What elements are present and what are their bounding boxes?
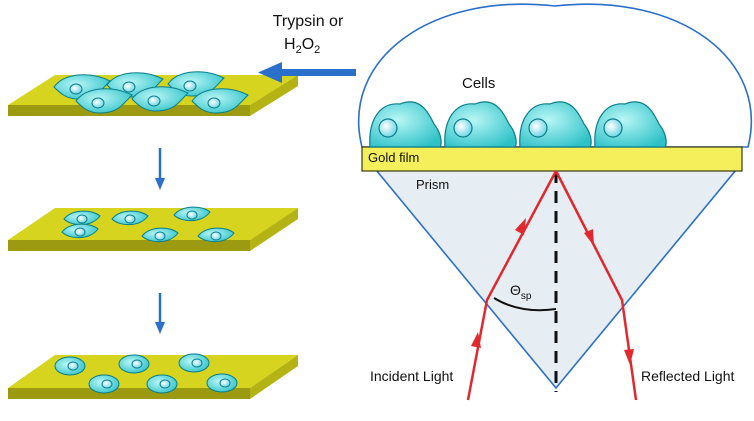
cells-round	[54, 353, 238, 394]
treatment-formula: H2O2	[284, 36, 320, 56]
incident-light-label: Incident Light	[370, 368, 454, 384]
cell-shrinking	[61, 223, 99, 239]
cell-shrinking	[197, 227, 235, 243]
plate-confluent-side	[8, 105, 250, 116]
formula-h: H	[284, 36, 296, 53]
formula-o: O	[301, 36, 315, 53]
plate-detached-side	[8, 388, 250, 399]
down-arrow-2	[155, 293, 165, 334]
formula-sub-2: 2	[314, 44, 321, 57]
plate-detaching-side-right	[250, 208, 298, 251]
cell-on-film	[444, 101, 517, 148]
reflected-light-ray	[554, 170, 638, 401]
cell-round	[88, 374, 120, 394]
plate-detaching-side	[8, 240, 250, 251]
theta-sp-label: Θsp	[510, 282, 531, 302]
cell-shrinking	[63, 210, 101, 226]
cell-on-film	[369, 101, 442, 148]
treatment-label: Trypsin or	[272, 13, 344, 30]
gold-film	[361, 146, 743, 172]
cells-label: Cells	[462, 75, 496, 92]
cell-round	[206, 373, 238, 393]
reflected-arrowhead-2	[624, 349, 634, 365]
incident-light-ray	[466, 170, 558, 401]
cell-shrinking	[141, 227, 179, 243]
cell-spread	[131, 86, 189, 112]
cell-shrinking	[173, 206, 211, 222]
reflected-arrowhead-1	[584, 229, 594, 246]
incident-arrowhead-2	[515, 218, 526, 235]
incident-arrowhead-1	[471, 332, 481, 348]
cells-spread	[53, 71, 249, 114]
theta-symbol: Θ	[510, 282, 521, 298]
cell-shrinking	[111, 210, 149, 226]
cell-on-film	[594, 101, 667, 148]
cell-round	[146, 374, 178, 394]
cells-on-gold-film	[369, 101, 667, 148]
reflected-light-label: Reflected Light	[641, 368, 735, 384]
cell-round	[178, 353, 210, 373]
cell-spread	[191, 88, 249, 114]
prism-label: Prism	[416, 177, 450, 192]
gold-film-label: Gold film	[368, 150, 420, 165]
cell-round	[54, 356, 86, 376]
plate-detached-side-right	[250, 355, 298, 399]
treatment-arrow	[258, 62, 356, 83]
cell-on-film	[519, 101, 592, 148]
cells-shrinking	[61, 206, 235, 243]
plate-confluent-side-right	[250, 75, 298, 116]
theta-subscript: sp	[520, 290, 532, 302]
down-arrow-1	[155, 148, 165, 190]
cell-round	[118, 354, 150, 374]
cell-spread	[75, 88, 133, 114]
angle-arc	[493, 297, 557, 312]
formula-sub-1: 2	[295, 44, 302, 57]
